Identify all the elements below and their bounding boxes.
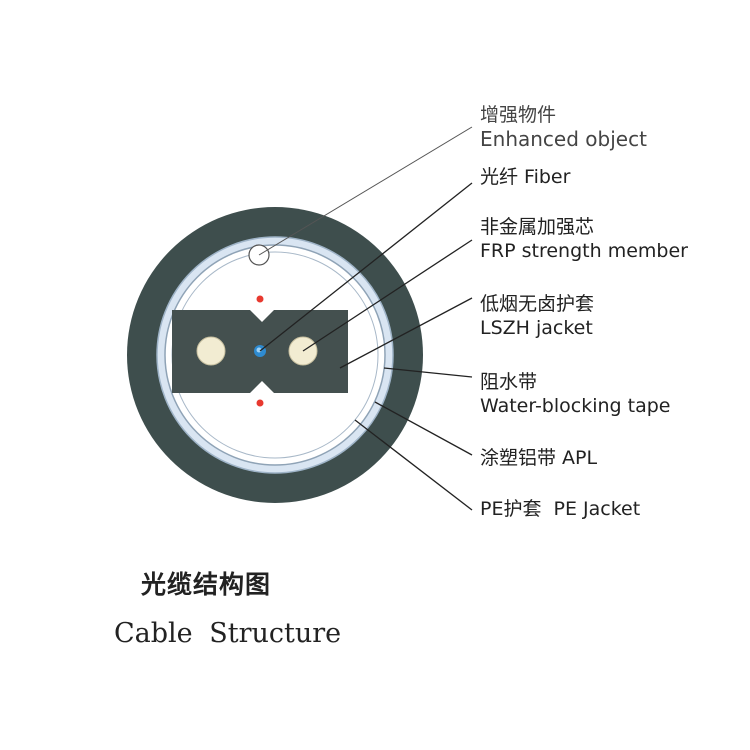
label-lszh-en: LSZH jacket [480, 317, 593, 339]
apl-ring-edge [156, 236, 394, 474]
marker-bottom [256, 399, 264, 407]
label-lszh: 低烟无卤护套 LSZH jacket [480, 292, 594, 340]
leader-pe-jacket [354, 419, 473, 511]
label-frp-en: FRP strength member [480, 240, 688, 262]
label-frp-cn: 非金属加强芯 [480, 216, 595, 238]
label-apl-text: 涂塑铝带 APL [480, 447, 598, 469]
label-frp: 非金属加强芯 FRP strength member [480, 215, 688, 263]
leader-water-blocking [383, 367, 473, 378]
label-water-blocking-cn: 阻水带 [480, 371, 538, 393]
label-fiber: 光纤 Fiber [480, 165, 570, 189]
leader-enhanced-object [258, 126, 473, 256]
label-enhanced-object-cn: 增强物件 [480, 104, 557, 126]
label-water-blocking-en: Water-blocking tape [480, 395, 671, 417]
leader-fiber [259, 182, 473, 352]
label-pe-jacket: PE护套 PE Jacket [480, 497, 640, 521]
label-enhanced-object-en: Enhanced object [480, 127, 647, 151]
caption-english: Cable Structure [114, 618, 342, 649]
leader-apl [374, 401, 473, 456]
marker-top [256, 295, 264, 303]
label-fiber-text: 光纤 Fiber [480, 166, 571, 188]
label-lszh-cn: 低烟无卤护套 [480, 293, 595, 315]
leader-lszh [339, 297, 473, 369]
leader-frp [302, 239, 473, 352]
label-enhanced-object: 增强物件 Enhanced object [480, 103, 647, 151]
caption-chinese: 光缆结构图 [141, 570, 272, 599]
label-water-blocking: 阻水带 Water-blocking tape [480, 370, 670, 418]
label-apl: 涂塑铝带 APL [480, 446, 597, 470]
label-pe-jacket-text: PE护套 PE Jacket [480, 498, 641, 520]
frp-member-left [196, 336, 226, 366]
